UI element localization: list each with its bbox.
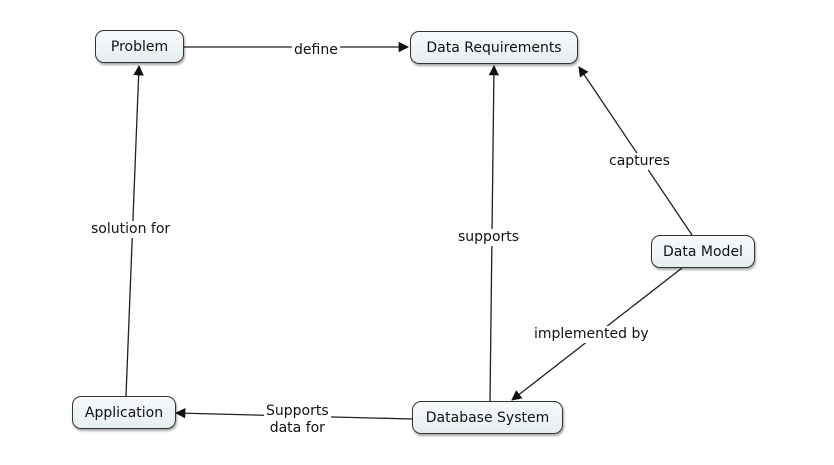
node-application[interactable]: Application <box>72 396 176 429</box>
label-supports-line1: Supports <box>266 403 329 419</box>
label-captures: captures <box>607 153 672 170</box>
label-solution-for: solution for <box>89 221 173 238</box>
node-database-system[interactable]: Database System <box>412 401 563 434</box>
node-data-requirements[interactable]: Data Requirements <box>410 31 578 64</box>
label-implemented-by: implemented by <box>532 326 651 343</box>
link-captures <box>578 66 693 236</box>
label-supports-line2: data for <box>269 420 325 436</box>
node-problem[interactable]: Problem <box>95 30 184 63</box>
label-supports: supports <box>456 229 522 246</box>
node-data-model[interactable]: Data Model <box>651 235 755 268</box>
label-define: define <box>292 42 340 59</box>
label-supports-data-for: Supports data for <box>264 403 331 437</box>
